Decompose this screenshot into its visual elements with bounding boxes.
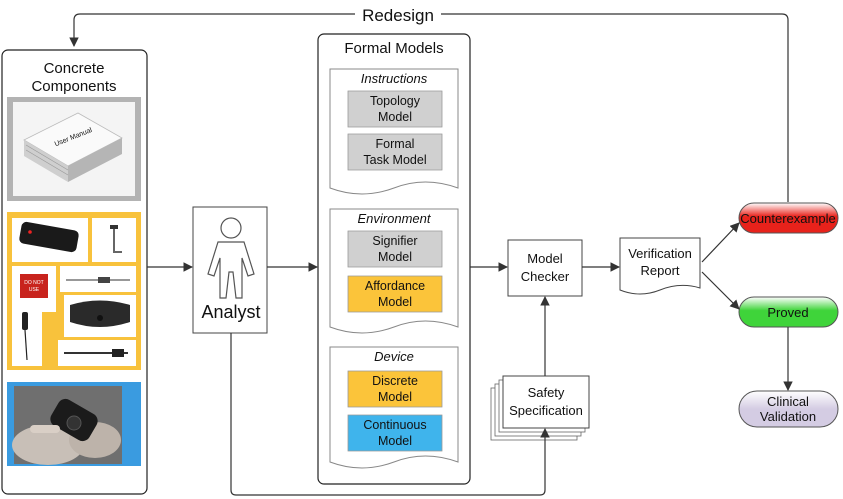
model-checker-line1: Model	[527, 251, 563, 266]
clinical-validation-pill: Clinical Validation	[738, 390, 839, 428]
affordance-model-line1: Affordance	[365, 279, 425, 293]
concrete-title-line2: Components	[31, 78, 116, 95]
proved-label: Proved	[767, 305, 808, 320]
instructions-group: Instructions Topology Model Formal Task …	[329, 68, 459, 195]
redesign-loop: Redesign	[69, 4, 789, 202]
task-model-line1: Formal	[376, 137, 415, 151]
warning-label-line1: DO NOT	[24, 280, 43, 286]
safety-specification-box: Safety Specification	[490, 375, 590, 441]
concrete-components-panel: Concrete Components User Manual DO NOT	[1, 49, 148, 495]
analyst-label: Analyst	[201, 302, 260, 322]
signifier-model-line2: Model	[378, 250, 412, 264]
counterexample-pill: Counterexample	[738, 202, 839, 234]
arrow-report-to-counterexample	[701, 222, 740, 263]
device-photos-image: DO NOT USE	[7, 212, 141, 370]
clinical-line2: Validation	[760, 409, 816, 424]
environment-title: Environment	[358, 211, 432, 226]
proved-pill: Proved	[738, 296, 839, 328]
signifier-model-line1: Signifier	[372, 234, 417, 248]
model-checker-line2: Checker	[521, 269, 570, 284]
user-manual-image: User Manual	[7, 97, 141, 201]
topology-model-line1: Topology	[370, 94, 421, 108]
discrete-model-line2: Model	[378, 390, 412, 404]
device-title: Device	[374, 349, 414, 364]
counterexample-label: Counterexample	[740, 211, 835, 226]
arrow-report-to-proved	[701, 271, 740, 310]
clinical-line1: Clinical	[767, 394, 809, 409]
topology-model-line2: Model	[378, 110, 412, 124]
device-group: Device Discrete Model Continuous Model	[329, 346, 459, 469]
warning-label-line2: USE	[29, 287, 40, 293]
environment-group: Environment Signifier Model Affordance M…	[329, 208, 459, 334]
hand-device-image	[7, 382, 141, 466]
verification-report-box: Verification Report	[619, 237, 701, 295]
safety-line1: Safety	[528, 385, 565, 400]
discrete-model-line1: Discrete	[372, 374, 418, 388]
continuous-model-line2: Model	[378, 434, 412, 448]
report-line1: Verification	[628, 246, 692, 261]
affordance-model-line2: Model	[378, 295, 412, 309]
arrow-analyst-to-spec	[230, 333, 550, 496]
safety-line2: Specification	[509, 403, 583, 418]
model-checker-box: Model Checker	[507, 239, 583, 297]
connectors	[147, 222, 793, 496]
person-icon	[207, 217, 255, 299]
instructions-title: Instructions	[361, 71, 428, 86]
formal-models-title: Formal Models	[344, 40, 443, 57]
report-line2: Report	[640, 263, 679, 278]
analyst-box: Analyst	[192, 206, 268, 334]
formal-models-panel: Formal Models Instructions Topology Mode…	[317, 33, 471, 485]
continuous-model-line1: Continuous	[363, 418, 426, 432]
task-model-line2: Task Model	[363, 153, 426, 167]
concrete-title-line1: Concrete	[44, 60, 105, 77]
redesign-label: Redesign	[362, 6, 434, 25]
